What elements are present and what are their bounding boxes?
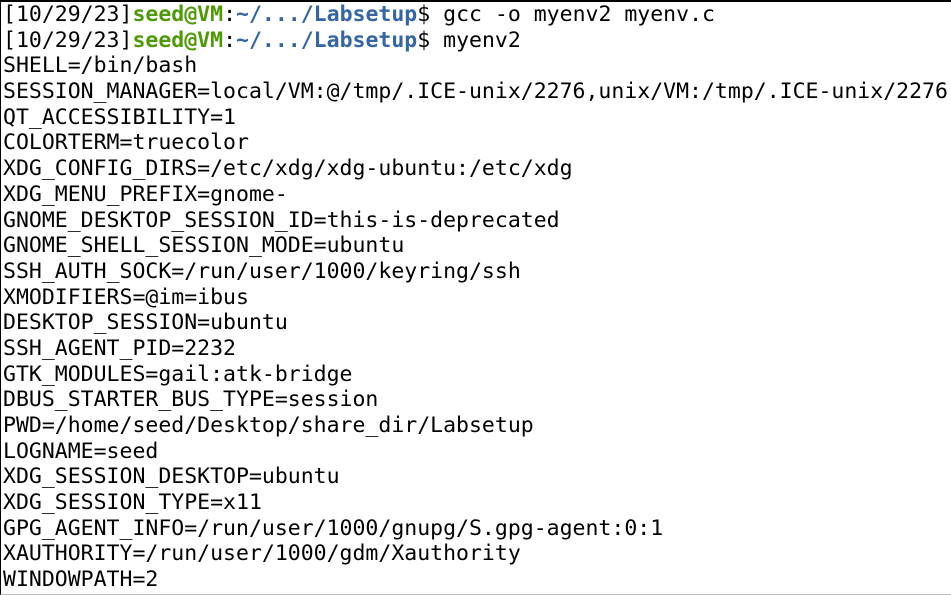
- output-line: GPG_AGENT_INFO=/run/user/1000/gnupg/S.gp…: [3, 516, 951, 542]
- output-text: XDG_SESSION_DESKTOP=ubuntu: [3, 464, 340, 490]
- output-line: LOGNAME=seed: [3, 439, 951, 465]
- output-text: WINDOWPATH=2: [3, 567, 159, 593]
- output-text: XAUTHORITY=/run/user/1000/gdm/Xauthority: [3, 541, 521, 567]
- prompt-line: [10/29/23]seed@VM:~/.../Labsetup$ gcc -o…: [3, 2, 951, 28]
- terminal-output: [10/29/23]seed@VM:~/.../Labsetup$ gcc -o…: [3, 2, 951, 593]
- output-line: DESKTOP_SESSION=ubuntu: [3, 310, 951, 336]
- output-line: XMODIFIERS=@im=ibus: [3, 285, 951, 311]
- output-line: DBUS_STARTER_BUS_TYPE=session: [3, 387, 951, 413]
- command-text: gcc -o myenv2 myenv.c: [443, 2, 715, 27]
- output-line: SSH_AGENT_PID=2232: [3, 336, 951, 362]
- prompt-colon: :: [223, 2, 237, 27]
- output-text: COLORTERM=truecolor: [3, 130, 249, 156]
- output-text: XMODIFIERS=@im=ibus: [3, 284, 249, 310]
- output-text: GTK_MODULES=gail:atk-bridge: [3, 361, 353, 387]
- prompt-colon: :: [223, 27, 237, 53]
- command-text: myenv2: [443, 27, 521, 53]
- prompt-user: seed@VM: [132, 27, 224, 53]
- output-text: XDG_MENU_PREFIX=gnome-: [3, 181, 288, 207]
- output-text: QT_ACCESSIBILITY=1: [3, 104, 236, 130]
- output-text: GPG_AGENT_INFO=/run/user/1000/gnupg/S.gp…: [3, 515, 664, 541]
- output-line: WINDOWPATH=2: [3, 567, 951, 593]
- output-text: XDG_SESSION_TYPE=x11: [3, 490, 262, 516]
- output-text: PWD=/home/seed/Desktop/share_dir/Labsetu…: [3, 413, 534, 438]
- output-line: SSH_AUTH_SOCK=/run/user/1000/keyring/ssh: [3, 259, 951, 285]
- output-line: QT_ACCESSIBILITY=1: [3, 105, 951, 131]
- output-line: XDG_SESSION_DESKTOP=ubuntu: [3, 464, 951, 490]
- output-line: GTK_MODULES=gail:atk-bridge: [3, 362, 951, 388]
- output-text: GNOME_SHELL_SESSION_MODE=ubuntu: [3, 233, 405, 259]
- prompt-line: [10/29/23]seed@VM:~/.../Labsetup$ myenv2: [3, 28, 951, 54]
- prompt-date: [10/29/23]: [3, 27, 133, 53]
- prompt-dollar: $: [417, 27, 444, 53]
- output-text: SSH_AUTH_SOCK=/run/user/1000/keyring/ssh: [3, 258, 521, 284]
- prompt-path: ~/.../Labsetup: [236, 27, 418, 53]
- prompt-dollar: $: [417, 2, 444, 27]
- output-line: XAUTHORITY=/run/user/1000/gdm/Xauthority: [3, 541, 951, 567]
- output-line: XDG_SESSION_TYPE=x11: [3, 490, 951, 516]
- output-text: LOGNAME=seed: [3, 438, 159, 464]
- output-line: GNOME_SHELL_SESSION_MODE=ubuntu: [3, 233, 951, 259]
- output-text: XDG_CONFIG_DIRS=/etc/xdg/xdg-ubuntu:/etc…: [3, 156, 573, 182]
- output-line: SESSION_MANAGER=local/VM:@/tmp/.ICE-unix…: [3, 79, 951, 105]
- prompt-date: [10/29/23]: [3, 2, 133, 27]
- prompt-path: ~/.../Labsetup: [236, 2, 418, 27]
- output-line: COLORTERM=truecolor: [3, 130, 951, 156]
- output-text: GNOME_DESKTOP_SESSION_ID=this-is-depreca…: [3, 207, 560, 233]
- output-text: DBUS_STARTER_BUS_TYPE=session: [3, 387, 379, 413]
- output-line: GNOME_DESKTOP_SESSION_ID=this-is-depreca…: [3, 208, 951, 234]
- output-line: XDG_MENU_PREFIX=gnome-: [3, 182, 951, 208]
- output-text: DESKTOP_SESSION=ubuntu: [3, 310, 288, 336]
- output-text: SSH_AGENT_PID=2232: [3, 335, 236, 361]
- output-line: PWD=/home/seed/Desktop/share_dir/Labsetu…: [3, 413, 951, 439]
- output-line: SHELL=/bin/bash: [3, 53, 951, 79]
- output-line: XDG_CONFIG_DIRS=/etc/xdg/xdg-ubuntu:/etc…: [3, 156, 951, 182]
- output-text: SHELL=/bin/bash: [3, 53, 198, 79]
- prompt-user: seed@VM: [132, 2, 224, 27]
- output-text: SESSION_MANAGER=local/VM:@/tmp/.ICE-unix…: [3, 79, 948, 105]
